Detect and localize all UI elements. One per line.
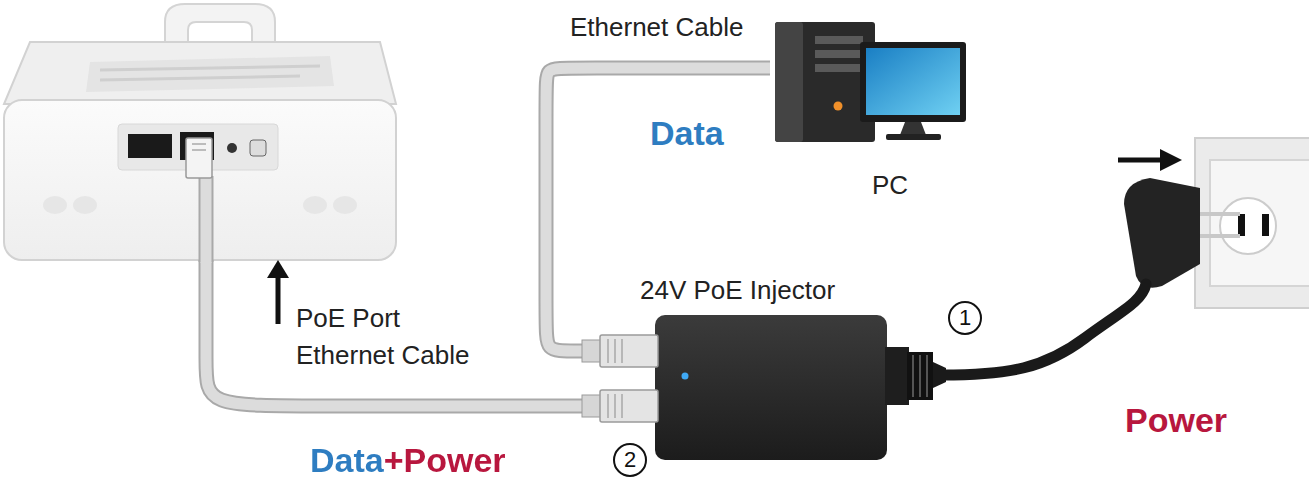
strain-ridge [926,355,928,397]
poe-injector-box: 24V PoE Injector [655,315,887,460]
monitor-frame [860,42,966,122]
callout-number: 2 [613,443,647,477]
drive-bay [815,64,863,72]
plug-prong [1196,234,1240,238]
pc-node: PC [770,20,965,140]
monitor-base [886,134,941,140]
device-foot [73,196,97,214]
ethernet-cable [546,68,770,351]
pc-label: PC [872,170,908,201]
cord-nose [933,362,946,388]
plug-ridge [621,339,623,363]
pc-tower-side [775,22,803,142]
device-foot [43,196,67,214]
cable-label: Ethernet Cable [570,12,743,43]
plug-ridge [621,394,623,418]
cable-outline [546,68,770,351]
plug-ridge [607,339,609,363]
wall [1195,138,1309,308]
pointer-arrow [276,274,281,324]
lan-port [128,134,172,158]
ground-button [250,140,266,156]
sticker-line [100,76,300,80]
strain-relief [907,352,933,400]
strain-ridge [919,355,921,397]
strain-ridge [912,355,914,397]
device-foot [333,196,357,214]
plug-ridge [614,339,616,363]
reset-hole [227,143,237,153]
rj45-plug [186,138,212,178]
plug-ridge [614,394,616,418]
outlet-plate [1210,160,1309,286]
rj45-plug [600,335,658,367]
drive-bay [815,50,863,58]
cable-outline [206,260,655,406]
power-label: Power [1125,403,1227,437]
data-power-label: Data+Power [310,443,506,477]
device-sticker [86,56,334,92]
plug-boot [582,395,602,417]
injector-title: 24V PoE Injector [640,275,835,306]
callout-number: 1 [948,301,982,335]
rj45-plug [600,390,658,422]
plug-ridge [192,149,206,151]
device-top [4,42,396,104]
sticker-line [100,66,320,70]
plug-in-arrow [1118,158,1164,163]
plug-boot [582,340,602,362]
pointer-arrowhead [267,260,289,278]
plug-in-arrowhead [1160,149,1182,171]
outlet-slot [1238,214,1245,236]
outlet-slot [1262,214,1269,236]
ethernet-cable [206,260,655,406]
monitor-stand [900,122,926,135]
ethernet-cable [201,176,212,263]
power-cord [942,284,1146,375]
status-led [682,373,689,380]
port-label: PoE Port Ethernet Cable [296,300,501,374]
plug-prong [1196,212,1240,216]
plug-ridge [192,143,206,145]
outlet-socket [1220,198,1276,254]
data-label: Data [650,116,724,150]
monitor-screen [866,48,960,115]
device-foot [303,196,327,214]
cable-outline [199,176,214,262]
power-plug [1124,178,1200,288]
power-led [834,102,843,111]
plug-ridge [607,394,609,418]
drive-bay [815,36,863,44]
strain-relief [885,347,909,405]
